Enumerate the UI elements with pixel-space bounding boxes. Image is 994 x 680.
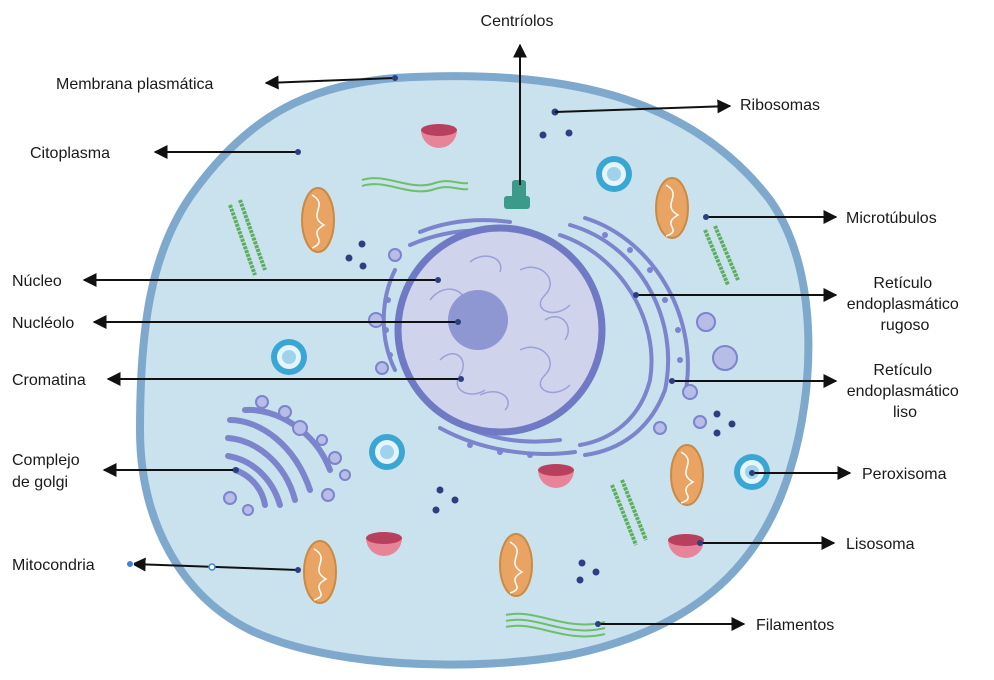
label-microtubulos: Microtúbulos [846,210,937,227]
label-peroxisoma: Peroxisoma [862,466,947,483]
label-ribosomas: Ribosomas [740,97,820,114]
label-nucleolo: Nucléolo [12,315,74,332]
label-cromatina: Cromatina [12,372,86,389]
label-nucleo: Núcleo [12,273,62,290]
label-centriolos: Centríolos [481,13,554,30]
label-membrana-plasmatica: Membrana plasmática [56,76,214,93]
mitocondria-end-dot [127,561,134,568]
label-lisosoma: Lisosoma [846,536,915,553]
label-reticulo-rugoso: Retículo endoplasmático rugoso [847,275,964,334]
label-citoplasma: Citoplasma [30,145,110,162]
label-complejo-golgi: Complejo de golgi [12,452,84,491]
mitocondria-handle-dot [209,564,215,570]
label-filamentos: Filamentos [756,617,834,634]
label-mitocondria: Mitocondria [12,557,95,574]
label-reticulo-liso: Retículo endoplasmático liso [847,362,964,421]
